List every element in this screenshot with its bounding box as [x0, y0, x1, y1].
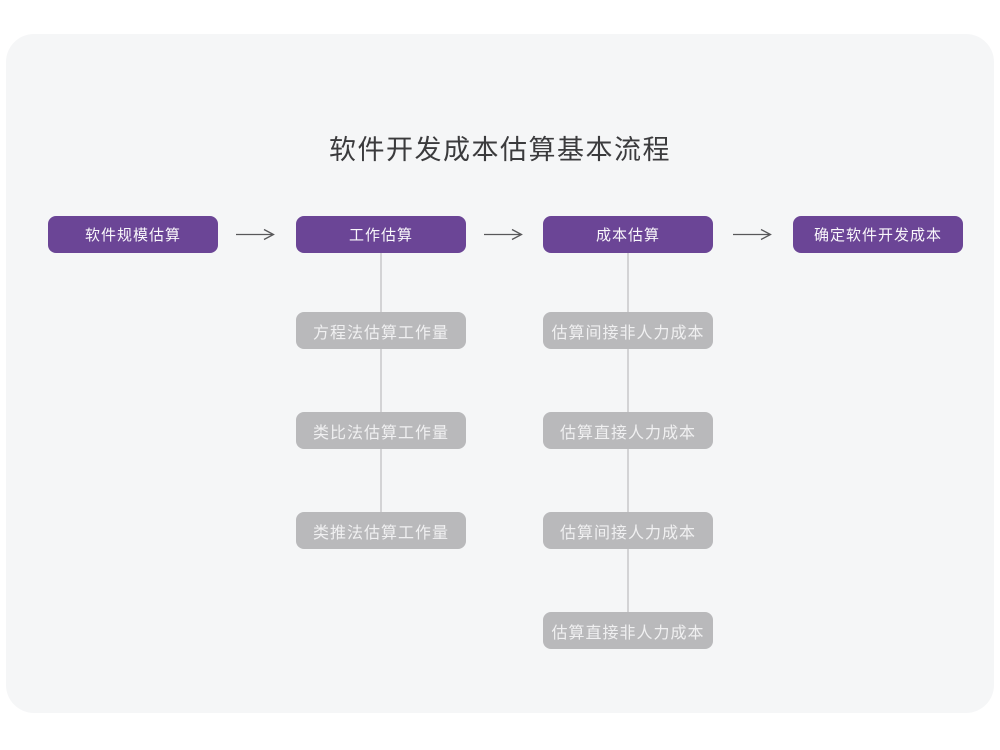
substep-node-analogy-method: 类比法估算工作量 — [296, 412, 466, 449]
stage-node-software-scale-estimation: 软件规模估算 — [48, 216, 218, 253]
substep-label: 估算间接非人力成本 — [551, 324, 705, 342]
diagram-card: 软件开发成本估算基本流程 软件规模估算 工作估算 成本估算 确定软件开发成本 — [6, 34, 994, 713]
substep-node-indirect-nonlabor-cost: 估算间接非人力成本 — [543, 312, 713, 349]
substep-node-indirect-labor-cost: 估算间接人力成本 — [543, 512, 713, 549]
substep-label: 估算间接人力成本 — [559, 524, 696, 542]
stage-node-cost-estimation: 成本估算 — [543, 216, 713, 253]
diagram-title: 软件开发成本估算基本流程 — [329, 135, 671, 165]
substep-node-direct-nonlabor-cost: 估算直接非人力成本 — [543, 612, 713, 649]
flow-arrow-icon — [236, 228, 275, 241]
stage-node-determine-dev-cost: 确定软件开发成本 — [793, 216, 963, 253]
flow-arrow-icon — [484, 228, 523, 241]
stage-label: 确定软件开发成本 — [813, 227, 942, 244]
substep-label: 类推法估算工作量 — [312, 524, 449, 542]
stage-label: 工作估算 — [348, 227, 413, 244]
substep-label: 估算直接人力成本 — [559, 424, 696, 442]
substep-node-direct-labor-cost: 估算直接人力成本 — [543, 412, 713, 449]
stage-label: 软件规模估算 — [84, 227, 181, 244]
substep-label: 类比法估算工作量 — [312, 424, 449, 442]
flow-arrow-icon — [733, 228, 772, 241]
stage-label: 成本估算 — [595, 227, 660, 244]
connector-line-work-column — [380, 253, 382, 523]
substep-node-extrapolation-method: 类推法估算工作量 — [296, 512, 466, 549]
substep-label: 方程法估算工作量 — [312, 324, 449, 342]
substep-node-equation-method: 方程法估算工作量 — [296, 312, 466, 349]
substep-label: 估算直接非人力成本 — [551, 624, 705, 642]
stage-node-work-estimation: 工作估算 — [296, 216, 466, 253]
